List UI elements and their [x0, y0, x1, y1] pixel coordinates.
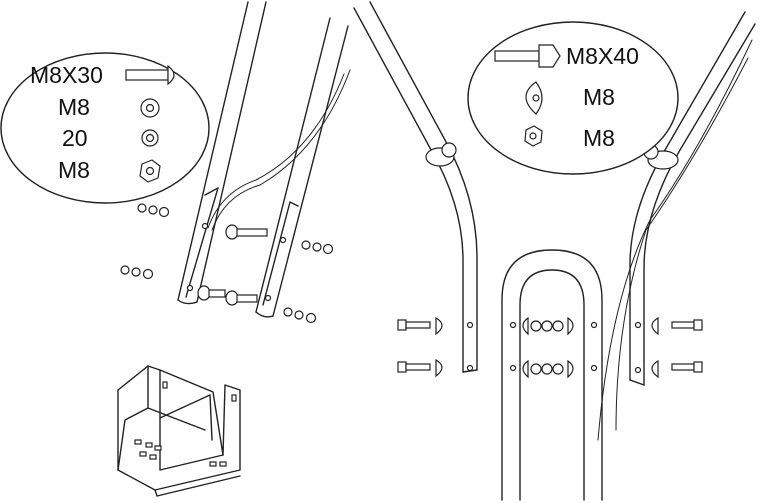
right-hardware-legend: M8X40 M8 M8 [467, 21, 679, 175]
washer-nut-group-1 [137, 203, 170, 218]
hex-bolt-left-upper [397, 316, 443, 336]
left-legend-label-2: M8 [58, 94, 90, 120]
hex-nut-icon [139, 159, 161, 183]
spring-washer-icon [141, 129, 159, 147]
base-plate-bracket [117, 365, 241, 497]
washer-nut-group-4 [283, 307, 317, 324]
hex-bolt-left-lower [397, 358, 443, 378]
hex-bolt-right-upper [651, 316, 703, 336]
left-hardware-legend: M8X30 M8 20 M8 [0, 52, 210, 204]
center-hardware-upper [522, 316, 574, 336]
left-legend-label-4: M8 [58, 157, 90, 183]
right-legend-label-2: M8 [583, 84, 615, 110]
left-legend-label-1: M8X30 [30, 62, 103, 88]
washer-nut-group-2 [120, 265, 154, 280]
carriage-bolt-icon [125, 64, 175, 86]
carriage-bolt-upper [225, 224, 268, 240]
hex-bolt-right-lower [651, 359, 703, 379]
right-legend-label-1: M8X40 [566, 43, 639, 69]
left-handle-assembly [120, 1, 351, 324]
center-hardware-lower [522, 359, 574, 379]
left-legend-label-3: 20 [62, 125, 88, 151]
right-handle-assembly [353, 1, 756, 501]
right-legend-label-3: M8 [583, 125, 615, 151]
hex-bolt-icon [494, 44, 561, 68]
carriage-bolt-lower [197, 285, 258, 306]
handle-clamp-left [425, 142, 457, 167]
curved-washer-icon [525, 81, 543, 115]
hex-nut-icon [524, 125, 543, 147]
washer-nut-group-3 [301, 240, 334, 255]
flat-washer-icon [140, 98, 160, 118]
